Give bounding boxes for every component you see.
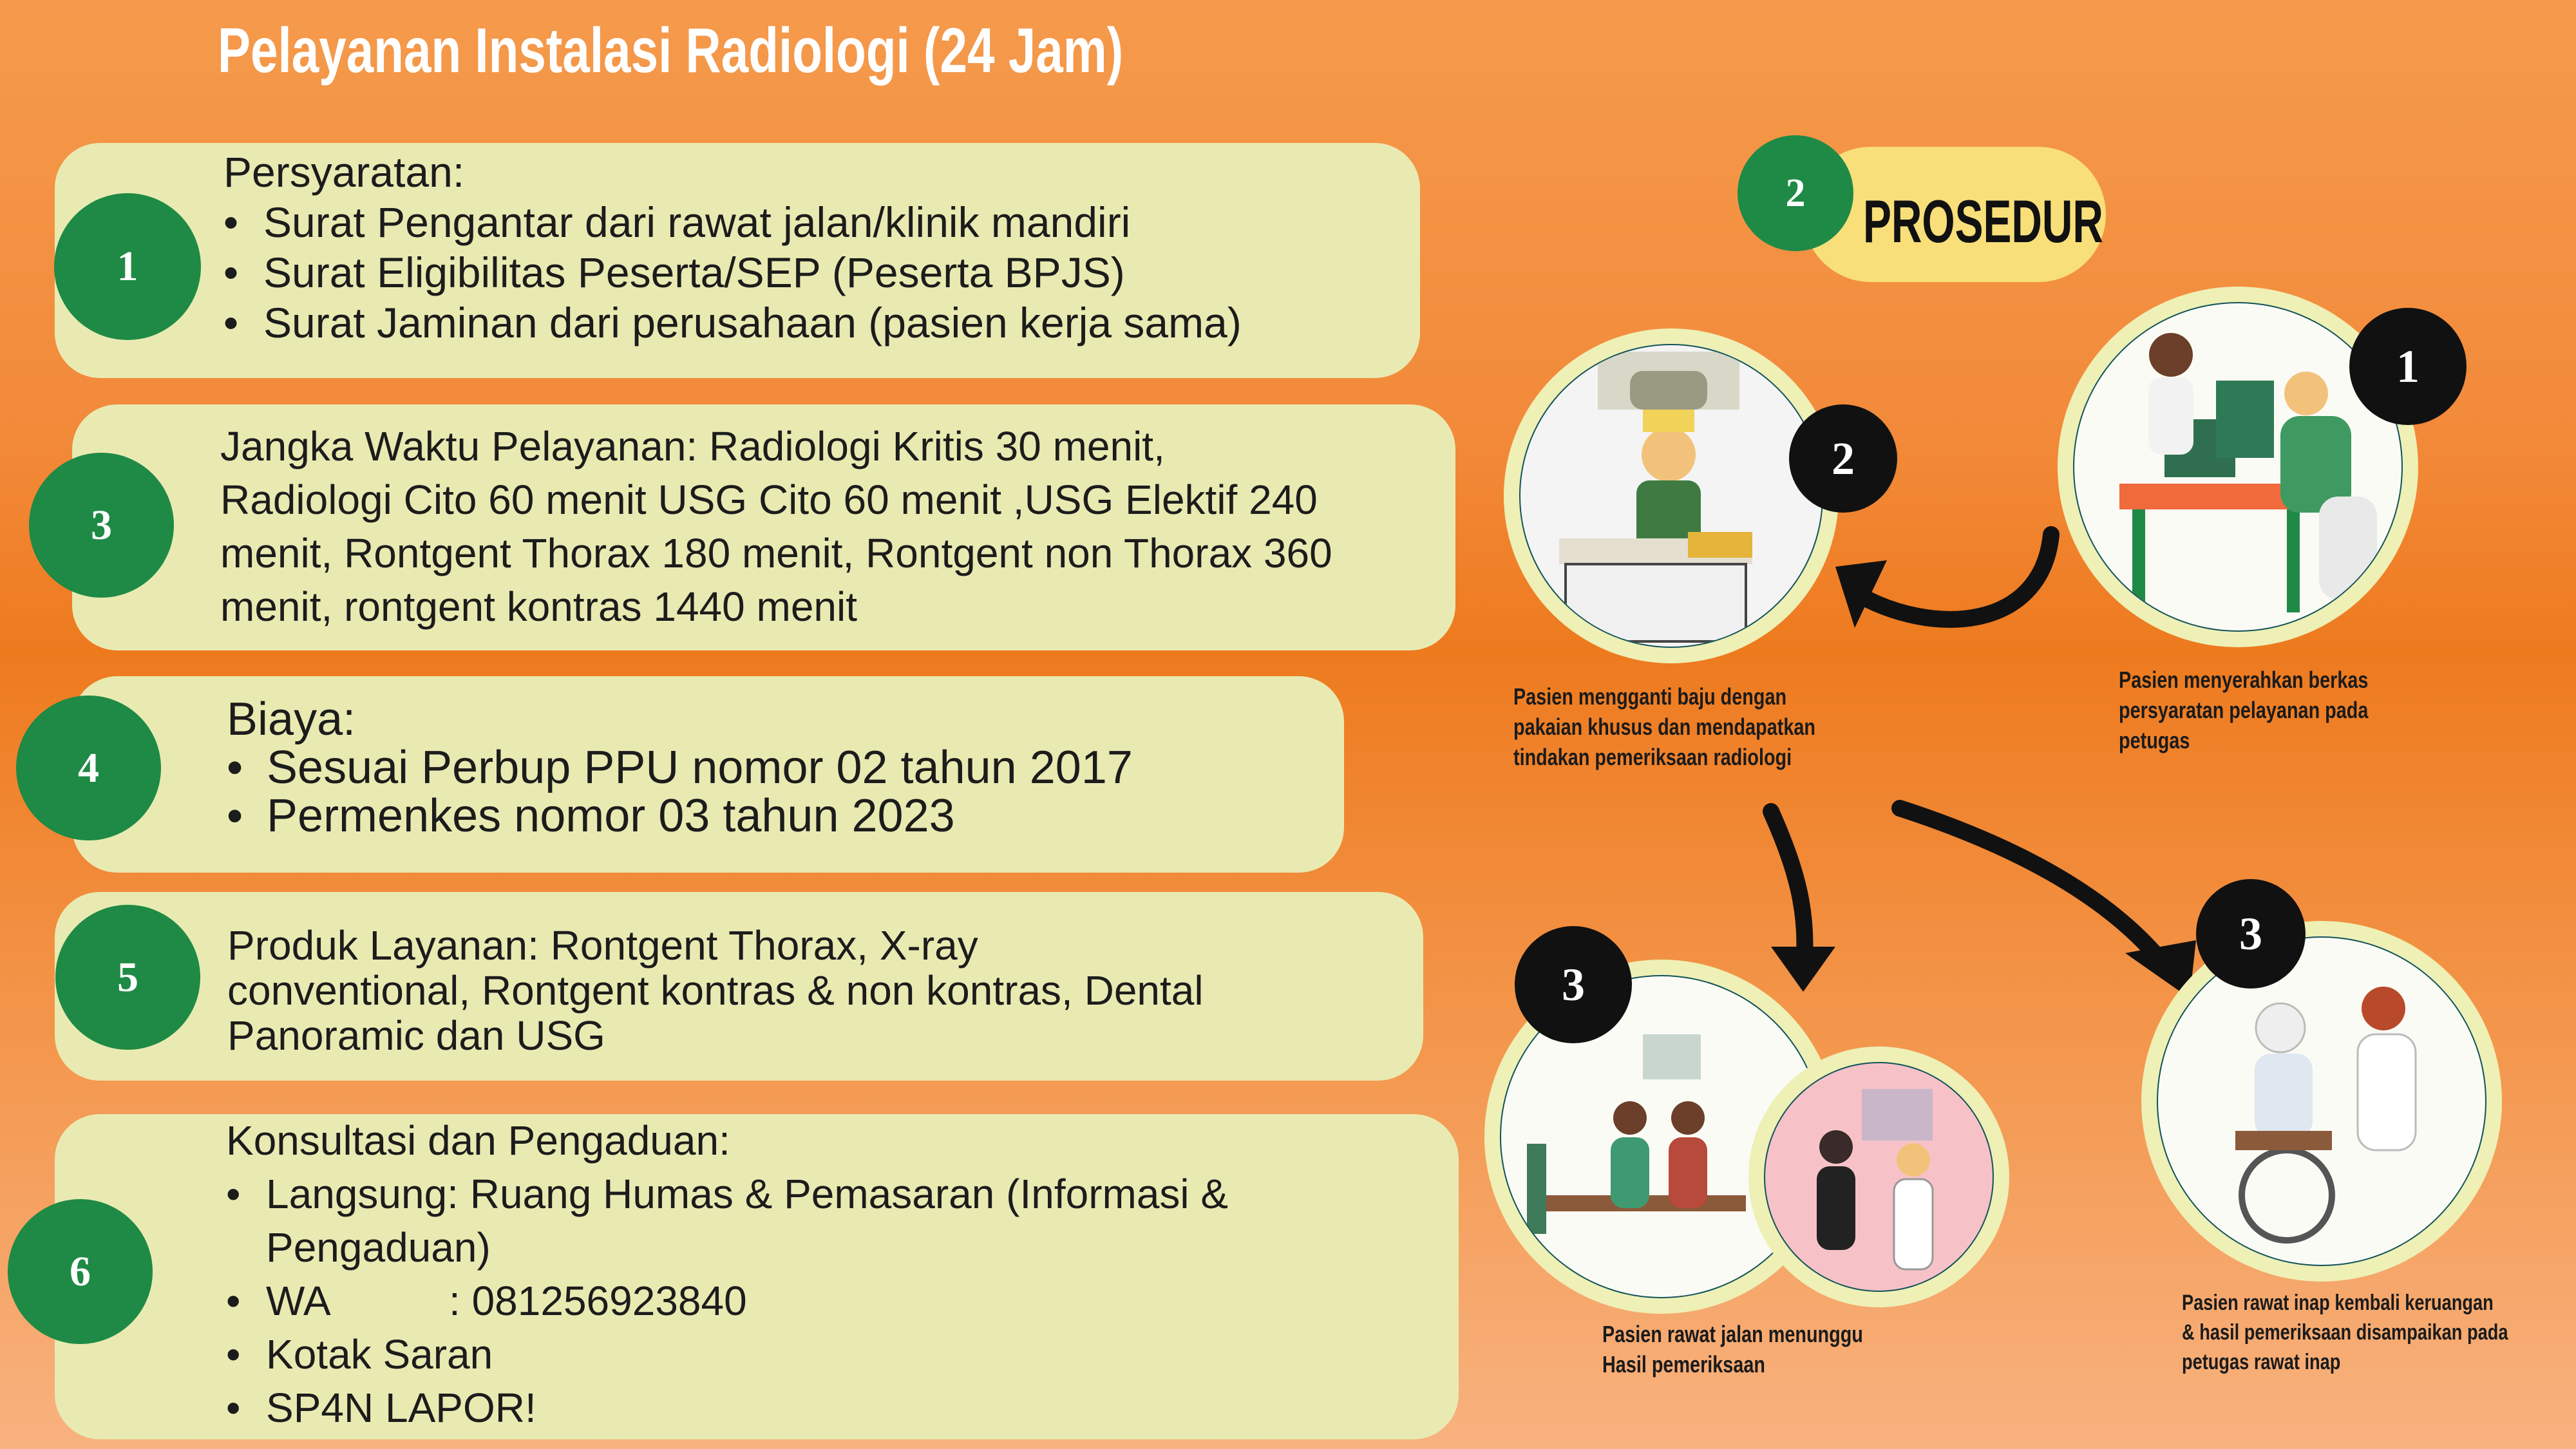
prosedur-pill xyxy=(1803,147,2106,282)
caption-line: Hasil pemeriksaan xyxy=(1602,1351,1765,1378)
card-biaya: Biaya: Sesuai Perbup PPU nomor 02 tahun … xyxy=(72,676,1344,873)
number-badge-3: 3 xyxy=(29,453,174,598)
arrow-2-to-3a xyxy=(1763,803,1814,981)
text-line: Panoramic dan USG xyxy=(227,1012,605,1059)
card-jangka-waktu: Jangka Waktu Pelayanan: Radiologi Kritis… xyxy=(72,404,1455,650)
list-item: Surat Eligibilitas Peserta/SEP (Peserta … xyxy=(223,247,1242,298)
card-persyaratan: Persyaratan: Surat Pengantar dari rawat … xyxy=(55,143,1420,378)
wa-label: WA xyxy=(266,1278,331,1324)
card-heading: Persyaratan: xyxy=(223,148,465,196)
list-item: Surat Pengantar dari rawat jalan/klinik … xyxy=(223,197,1242,247)
prosedur-label: PROSEDUR xyxy=(1863,187,2103,255)
caption-line: Pasien rawat inap kembali keruangan xyxy=(2182,1291,2494,1315)
card-produk: Produk Layanan: Rontgent Thorax, X-ray c… xyxy=(55,892,1423,1081)
step-1-illustration xyxy=(2058,287,2418,647)
page-title: Pelayanan Instalasi Radiologi (24 Jam) xyxy=(218,15,1124,86)
text-line: Radiologi Cito 60 menit USG Cito 60 meni… xyxy=(220,477,1318,523)
step-1-caption: Pasien menyerahkan berkas persyaratan pe… xyxy=(2119,665,2368,755)
list-item: WA : 081256923840 xyxy=(226,1274,1228,1328)
list-item-text: Langsung: Ruang Humas & Pemasaran (Infor… xyxy=(266,1171,1229,1217)
number-badge-4: 4 xyxy=(16,696,161,840)
caption-line: persyaratan pelayanan pada xyxy=(2119,697,2369,723)
xray-machine-icon xyxy=(1559,352,1752,643)
caption-line: Pasien rawat jalan menunggu xyxy=(1602,1321,1863,1347)
waiting-room-icon xyxy=(1527,1034,1746,1234)
wheelchair-nurse-icon xyxy=(2235,987,2417,1244)
caption-line: Pasien menyerahkan berkas xyxy=(2119,667,2369,693)
arrow-2-to-3b xyxy=(1891,800,2179,981)
card-konsultasi: Konsultasi dan Pengaduan: Langsung: Ruan… xyxy=(55,1114,1459,1439)
list-item: Langsung: Ruang Humas & Pemasaran (Infor… xyxy=(226,1168,1228,1274)
step-2-caption: Pasien mengganti baju dengan pakaian khu… xyxy=(1513,681,1815,772)
text-line: conventional, Rontgent kontras & non kon… xyxy=(227,967,1204,1014)
cost-list: Sesuai Perbup PPU nomor 02 tahun 2017 Pe… xyxy=(227,744,1133,841)
caption-line: petugas xyxy=(2119,727,2190,753)
number-badge-6: 6 xyxy=(8,1199,153,1344)
doctor-consult-icon xyxy=(1817,1089,1934,1271)
caption-line: pakaian khusus dan mendapatkan xyxy=(1513,714,1815,740)
step-2-illustration xyxy=(1504,328,1839,663)
step-3b-illustration xyxy=(2141,921,2502,1282)
step-2-badge: 2 xyxy=(1789,404,1897,513)
contact-list: Langsung: Ruang Humas & Pemasaran (Infor… xyxy=(226,1168,1228,1435)
wa-number: : 081256923840 xyxy=(449,1278,747,1324)
number-badge-2: 2 xyxy=(1738,135,1853,251)
caption-line: & hasil pemeriksaan disampaikan pada xyxy=(2182,1320,2508,1345)
step-3a-illustration-doctor xyxy=(1748,1046,2009,1307)
arrow-1-to-2 xyxy=(1846,526,2060,628)
step-3b-badge: 3 xyxy=(2196,879,2306,989)
step-3a-badge: 3 xyxy=(1515,926,1632,1043)
step-3b-caption: Pasien rawat inap kembali keruangan & ha… xyxy=(2182,1288,2508,1377)
text-line: menit, Rontgent Thorax 180 menit, Rontge… xyxy=(220,530,1332,576)
text-line: Produk Layanan: Rontgent Thorax, X-ray xyxy=(227,922,978,969)
list-item: SP4N LAPOR! xyxy=(226,1381,1228,1435)
number-badge-1: 1 xyxy=(54,193,201,340)
text-line: Jangka Waktu Pelayanan: Radiologi Kritis… xyxy=(220,423,1165,469)
list-item: Surat Jaminan dari perusahaan (pasien ke… xyxy=(223,298,1242,348)
arrow-head xyxy=(1835,560,1887,628)
list-item: Sesuai Perbup PPU nomor 02 tahun 2017 xyxy=(227,744,1133,793)
list-item: Kotak Saran xyxy=(226,1328,1228,1381)
requirements-list: Surat Pengantar dari rawat jalan/klinik … xyxy=(223,197,1242,348)
caption-line: tindakan pemeriksaan radiologi xyxy=(1513,744,1792,770)
card-heading: Konsultasi dan Pengaduan: xyxy=(226,1117,730,1164)
list-item: Permenkes nomor 03 tahun 2023 xyxy=(227,792,1133,841)
step-1-badge: 1 xyxy=(2349,308,2467,425)
number-badge-5: 5 xyxy=(55,905,200,1050)
text-line: menit, rontgent kontras 1440 menit xyxy=(220,583,857,630)
caption-line: petugas rawat inap xyxy=(2182,1350,2341,1374)
arrow-head xyxy=(1771,947,1835,992)
caption-line: Pasien mengganti baju dengan xyxy=(1513,683,1787,710)
card-heading: Biaya: xyxy=(227,694,356,745)
list-item-text: Pengaduan) xyxy=(266,1224,491,1271)
step-3a-caption: Pasien rawat jalan menunggu Hasil pemeri… xyxy=(1602,1319,1863,1379)
